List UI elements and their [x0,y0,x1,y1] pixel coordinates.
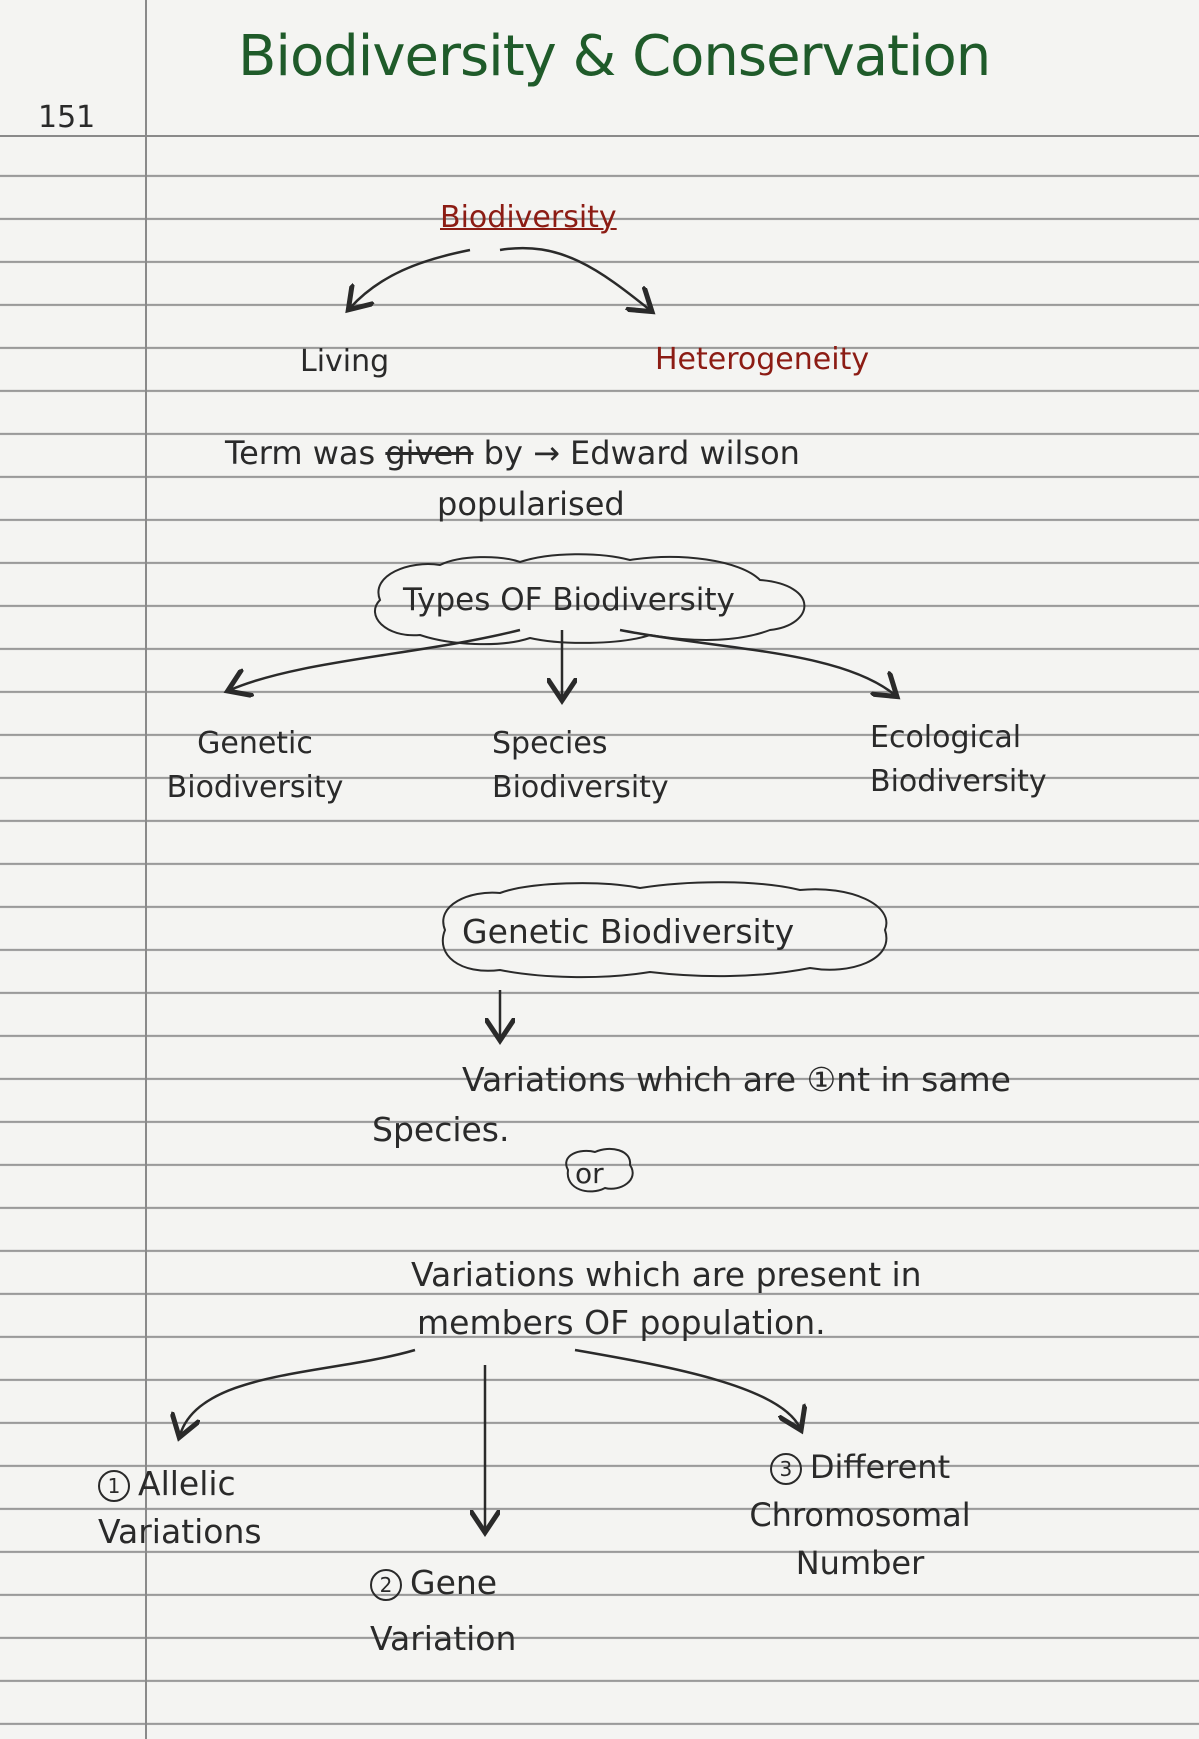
item-label: Allelic Variations [98,1464,262,1551]
biodiversity-root-label: Biodiversity [440,200,617,235]
arrow-to-living [350,248,471,308]
or-label: or [575,1157,604,1190]
term-suffix: by → Edward wilson [483,434,800,472]
correction-popularised: popularised [437,485,625,523]
number-badge: 1 [98,1469,130,1502]
term-given-by-line: Term was given by → Edward wilson [225,434,800,472]
types-heading: Types OF Biodiversity [403,582,735,618]
number-badge: 3 [769,1453,802,1485]
branch-heterogeneity: Heterogeneity [655,342,870,377]
arrow-to-genetic [230,628,521,690]
alt-definition-line-1: Variations which are present in [411,1255,922,1294]
term-prefix: Term was [225,434,376,472]
type-species-biodiversity: Species Biodiversity [492,726,669,805]
page-number: 151 [38,100,96,135]
arrow-to-heterogeneity [499,246,650,310]
arrow-to-ecological [619,628,895,695]
type-genetic-biodiversity: Genetic Biodiversity [166,726,344,805]
struck-word: given [385,434,474,472]
arrow-to-allelic [180,1348,416,1435]
or-cloud [565,1147,634,1193]
types-cloud [374,553,806,646]
arrow-to-chromosomal [574,1348,800,1428]
header-rule [0,135,1199,137]
number-badge: 2 [370,1568,402,1601]
genetic-cloud [442,881,888,979]
type-ecological-biodiversity: Ecological Biodiversity [870,720,1047,799]
definition-line-2: Species. [372,1110,510,1149]
alt-definition-line-2: members OF population. [417,1303,826,1342]
item-label: Gene Variation [370,1563,517,1658]
item-label: Different Chromosomal Number [749,1448,971,1582]
definition-line-1: Variations which are ①nt in same [462,1060,1011,1099]
paper-header-area [0,0,1199,135]
genetic-heading: Genetic Biodiversity [462,912,795,951]
margin-line [145,0,147,1739]
branch-living: Living [300,344,390,379]
page-title: Biodiversity & Conservation [238,24,991,89]
